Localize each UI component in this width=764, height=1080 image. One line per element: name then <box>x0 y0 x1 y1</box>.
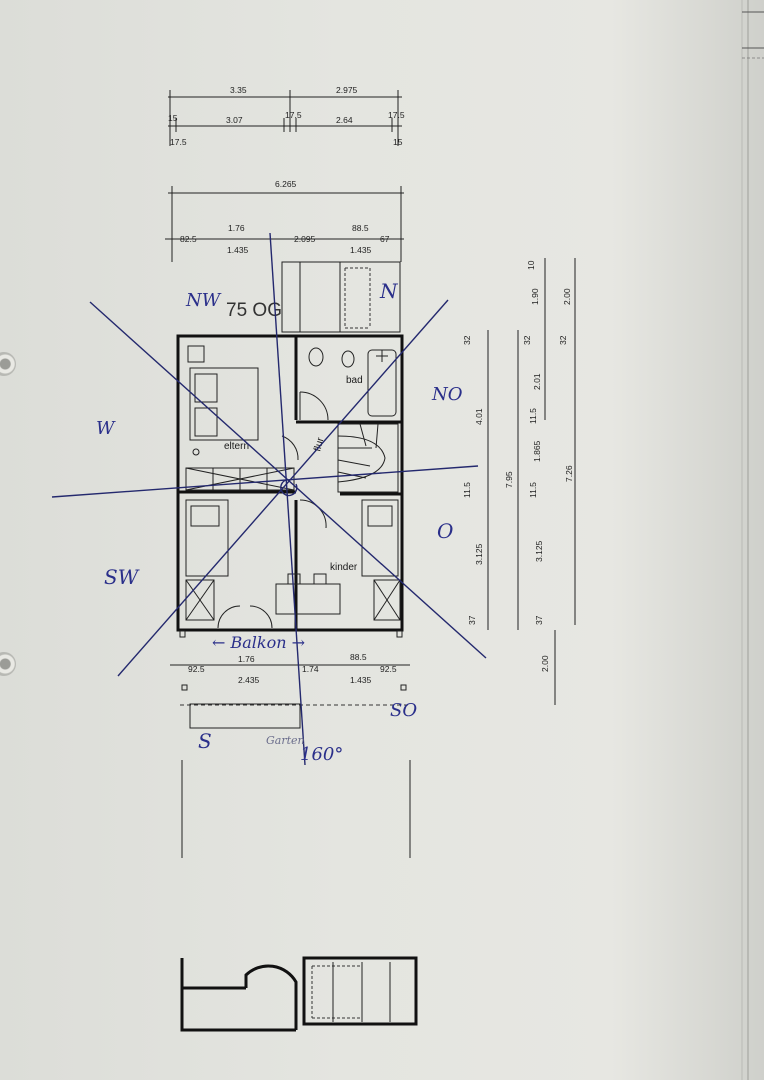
dim-row2-4: 2.64 <box>336 115 353 125</box>
dim-col2-1: 32 <box>522 335 532 345</box>
garten-label: Garten <box>266 734 305 747</box>
handwritten-compass-lines <box>51 232 487 766</box>
dim-total-1: 7.95 <box>504 471 514 488</box>
overall-width-dimension: 6.265 <box>168 179 404 262</box>
direction-o: O <box>437 519 453 543</box>
room-label-bad: bad <box>346 375 363 386</box>
punch-hole-bottom <box>0 652 16 676</box>
dim-bottom-low-1: 2.435 <box>238 675 260 685</box>
dim-upper-2: 1.76 <box>228 223 245 233</box>
dim-col1-1: 32 <box>462 335 472 345</box>
dim-col2-7: 37 <box>534 615 544 625</box>
bedroom-eltern: eltern <box>185 345 295 491</box>
dim-bottom-3: 1.74 <box>302 664 319 674</box>
dim-col3-3: 32 <box>558 335 568 345</box>
dim-bottom-5: 92.5 <box>380 664 397 674</box>
dim-col1-5: 37 <box>467 615 477 625</box>
dim-col3-2: 1.90 <box>530 288 540 305</box>
right-edge-strip <box>741 0 764 1080</box>
bathroom: bad <box>299 347 397 421</box>
balcony <box>170 630 410 729</box>
dim-bottom-low-2: 1.435 <box>350 675 372 685</box>
dim-col4-1: 2.00 <box>562 288 572 305</box>
dim-bottom-2: 1.76 <box>238 654 255 664</box>
building-outline <box>176 334 404 632</box>
dim-bottom-1: 92.5 <box>188 664 205 674</box>
direction-so: SO <box>390 700 417 721</box>
direction-no: NO <box>431 384 463 405</box>
right-dimension-columns: 32 4.01 11.5 3.125 37 32 2.01 11.5 1.865… <box>462 258 576 705</box>
dim-upper-low-1: 1.435 <box>227 245 249 255</box>
dim-upper-4: 88.5 <box>352 223 369 233</box>
kinder-door-swing <box>299 499 327 529</box>
dim-total-2: 7.26 <box>564 465 574 482</box>
floor-label: 75 OG <box>226 300 282 321</box>
dim-top-2: 2.975 <box>336 85 358 95</box>
dim-col1-2: 4.01 <box>474 408 484 425</box>
staircase <box>337 423 399 493</box>
dim-bottom-4: 88.5 <box>350 652 367 662</box>
dim-row2-low-2: 15 <box>393 137 403 147</box>
flur-door-swing <box>281 435 299 461</box>
dim-col2-2: 2.01 <box>532 373 542 390</box>
room-label-kinder: kinder <box>330 562 358 573</box>
dim-col2-4: 1.865 <box>532 440 542 462</box>
dim-row2-2: 3.07 <box>226 115 243 125</box>
dim-row2-1: 15 <box>168 113 178 123</box>
upper-terrace <box>281 261 401 333</box>
dim-col1-4: 3.125 <box>474 543 484 565</box>
dim-overall-width: 6.265 <box>275 179 297 189</box>
punch-hole-top <box>0 352 16 376</box>
direction-nw: NW <box>185 290 222 311</box>
direction-w: W <box>96 418 116 439</box>
room-label-flur: flur <box>312 436 326 453</box>
dim-right-lower: 2.00 <box>540 655 550 672</box>
dim-upper-3: 2.095 <box>294 234 316 244</box>
bedroom-kinder: kinder <box>185 499 401 629</box>
direction-s: S <box>198 729 212 753</box>
room-label-eltern: eltern <box>224 441 249 452</box>
dim-col3-1: 10 <box>526 260 536 270</box>
bottom-dimension-row: 92.5 1.76 1.74 88.5 92.5 2.435 1.435 <box>188 652 397 685</box>
dim-row2-low-1: 17.5 <box>170 137 187 147</box>
upper-dimension-row: 82.5 1.76 2.095 88.5 67 1.435 1.435 <box>165 223 404 255</box>
dim-upper-low-2: 1.435 <box>350 245 372 255</box>
angle-label: 160° <box>300 744 343 765</box>
garden-and-lower-section <box>180 760 418 1032</box>
balkon-label: ← Balkon → <box>212 633 305 652</box>
dim-col1-3: 11.5 <box>462 482 472 498</box>
top-dimension-rows: 3.35 2.975 15 3.07 17.5 2.64 17.5 17.5 1… <box>168 85 405 147</box>
dim-col2-3: 11.5 <box>528 408 538 424</box>
direction-n: N <box>379 279 399 303</box>
dim-top-1: 3.35 <box>230 85 247 95</box>
dim-col2-5: 11.5 <box>528 482 538 498</box>
direction-sw: SW <box>104 565 140 589</box>
dim-upper-1: 82.5 <box>180 234 197 244</box>
dim-row2-3: 17.5 <box>285 110 302 120</box>
dim-col2-6: 3.125 <box>534 540 544 562</box>
dim-upper-5: 67 <box>380 234 390 244</box>
dim-row2-5: 17.5 <box>388 110 405 120</box>
